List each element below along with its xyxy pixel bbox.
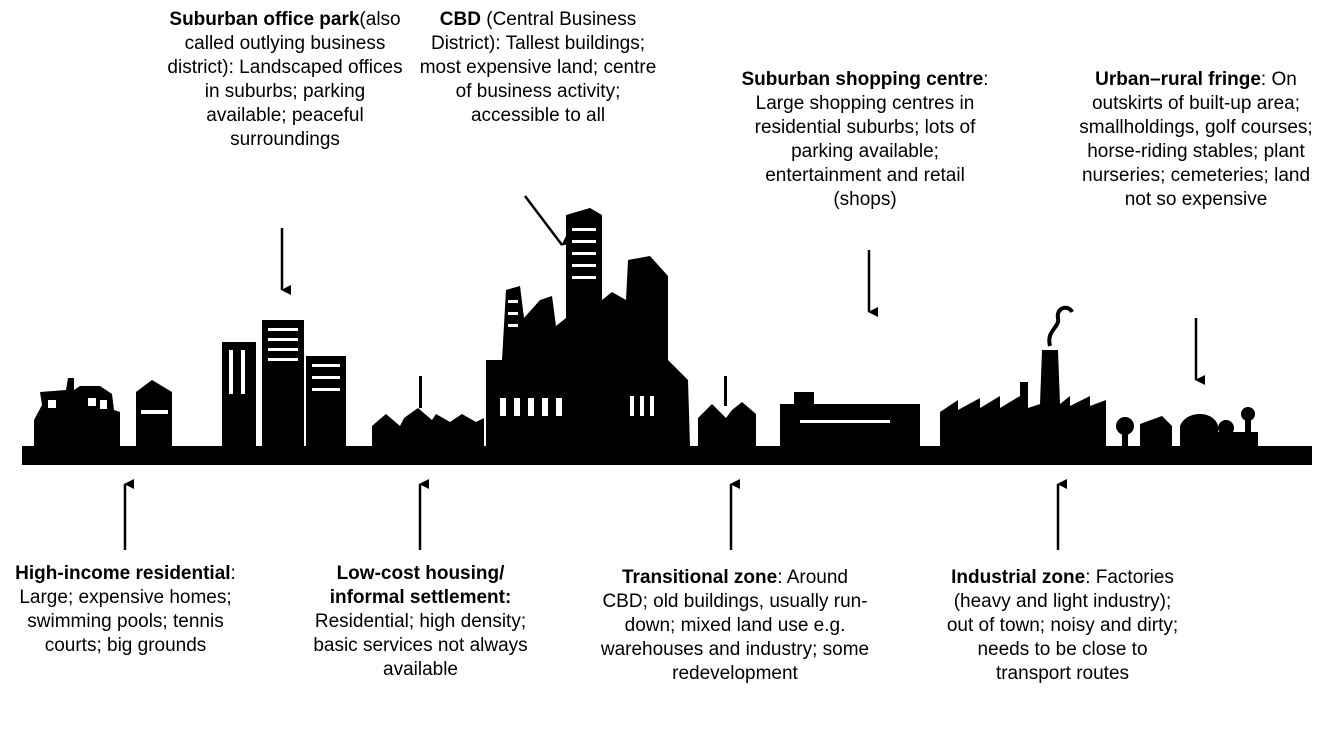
label-office-park-text: (also called outlying business district)… (167, 9, 403, 150)
ground-line (22, 446, 1312, 465)
label-low-cost: Low-cost housing/ informal settlement: R… (298, 562, 543, 682)
label-transitional-title: Transitional zone (622, 567, 778, 588)
smoke (1047, 305, 1074, 347)
label-low-cost-title: Low-cost housing/ informal settlement: (329, 563, 512, 608)
label-industrial-text: : Factories (heavy and light industry); … (946, 567, 1179, 684)
label-cbd-text: (Central Business District): Tallest bui… (419, 9, 657, 126)
transitional-houses (698, 376, 756, 446)
industrial-factories (940, 305, 1106, 446)
high-income-houses (34, 378, 172, 446)
cbd-skyscrapers (486, 208, 690, 446)
label-high-income: High-income residential: Large; expensiv… (3, 562, 248, 658)
arrow-cbd (524, 195, 573, 246)
label-shopping: Suburban shopping centre: Large shopping… (740, 68, 990, 212)
label-low-cost-text: Residential; high density; basic service… (313, 611, 528, 680)
label-high-income-title: High-income residential (15, 563, 231, 584)
label-shopping-text: : Large shopping centres in residential … (754, 69, 989, 210)
label-shopping-title: Suburban shopping centre (741, 69, 984, 90)
label-office-park: Suburban office park(also called outlyin… (165, 8, 405, 152)
label-fringe: Urban–rural fringe: On outskirts of buil… (1076, 68, 1316, 212)
label-high-income-text: : Large; expensive homes; swimming pools… (19, 563, 236, 656)
label-cbd: CBD (Central Business District): Tallest… (418, 8, 658, 128)
label-industrial: Industrial zone: Factories (heavy and li… (940, 566, 1185, 686)
shopping-centre-building (780, 392, 920, 446)
label-transitional: Transitional zone: Around CBD; old build… (600, 566, 870, 686)
label-industrial-title: Industrial zone (951, 567, 1086, 588)
label-fringe-text: : On outskirts of built-up area; smallho… (1079, 69, 1313, 210)
label-office-park-title: Suburban office park (169, 9, 360, 30)
low-cost-houses (372, 376, 484, 446)
label-fringe-title: Urban–rural fringe (1095, 69, 1261, 90)
label-cbd-title: CBD (439, 9, 481, 30)
fringe-trees-buildings (1116, 407, 1258, 446)
label-transitional-text: : Around CBD; old buildings, usually run… (600, 567, 870, 684)
office-park-buildings (222, 320, 346, 446)
